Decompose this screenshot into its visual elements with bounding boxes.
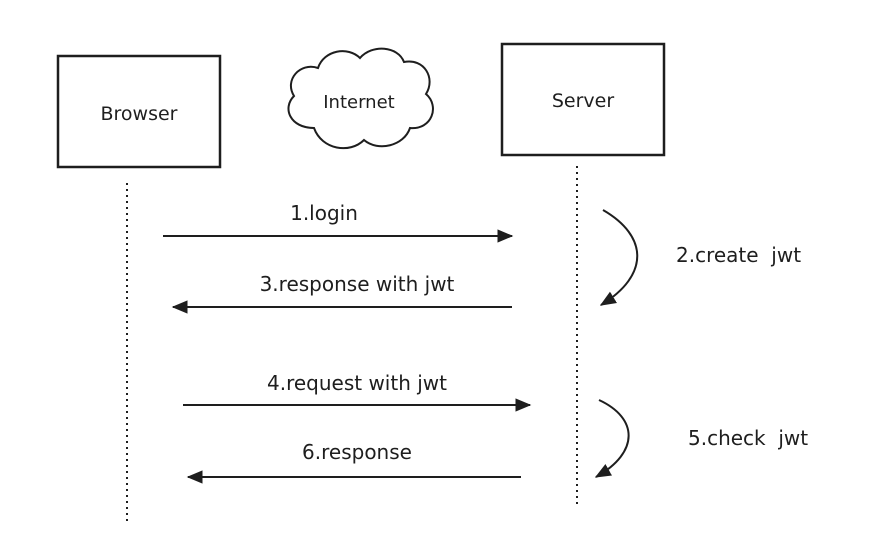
message-login-label: 1.login: [290, 201, 358, 225]
check-jwt-label: 5.check jwt: [688, 426, 808, 450]
internet-label: Internet: [323, 92, 394, 113]
server-label: Server: [552, 90, 614, 112]
cloud-shape: [287, 47, 434, 149]
self-step-create-jwt: 2.create jwt: [599, 209, 801, 306]
internet-cloud: Internet: [287, 47, 434, 149]
message-response-label: 6.response: [302, 440, 412, 464]
message-request-with-jwt-label: 4.request with jwt: [267, 371, 447, 395]
server-box: [500, 42, 666, 157]
create-jwt-curved-arrow: [599, 209, 639, 306]
browser-label: Browser: [101, 103, 178, 125]
self-step-check-jwt: 5.check jwt: [594, 399, 808, 478]
browser-box: [56, 54, 222, 169]
message-response-with-jwt: 3.response with jwt: [171, 272, 512, 314]
message-response-with-jwt-label: 3.response with jwt: [260, 272, 455, 296]
server-participant: Server: [500, 42, 666, 157]
check-jwt-curved-arrow: [594, 399, 630, 478]
message-response: 6.response: [186, 440, 521, 484]
message-login: 1.login: [163, 201, 514, 243]
browser-participant: Browser: [56, 54, 222, 169]
create-jwt-label: 2.create jwt: [676, 243, 801, 267]
message-request-with-jwt: 4.request with jwt: [183, 371, 532, 412]
